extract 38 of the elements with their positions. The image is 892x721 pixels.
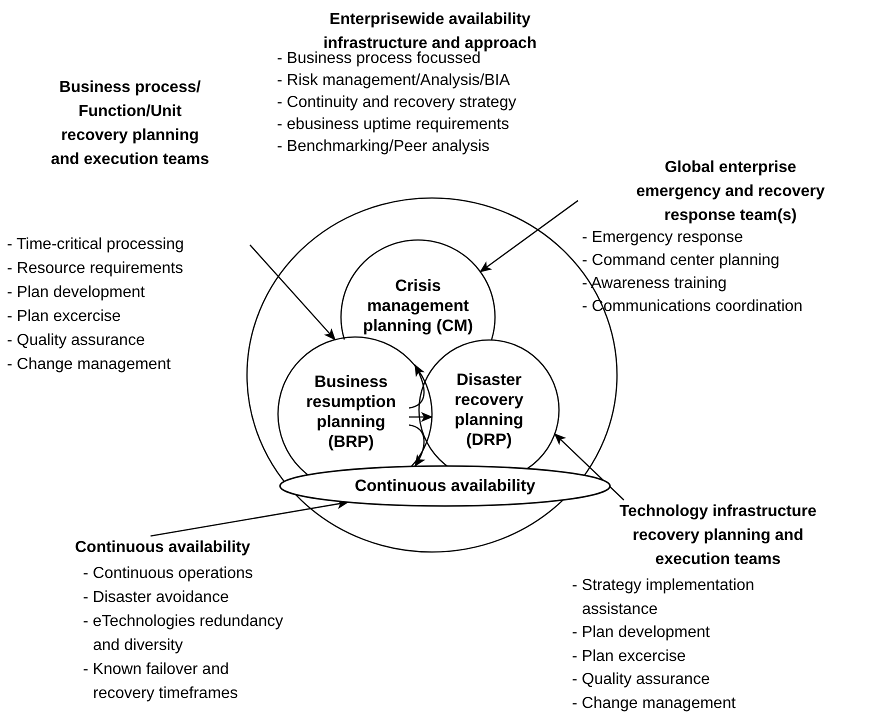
bullet-item: - Change management — [7, 355, 171, 375]
bullet-item: - eTechnologies redundancy and diversity — [83, 612, 284, 656]
arrow — [409, 412, 433, 422]
heading: Enterprisewide availability infrastructure and approach — [323, 10, 538, 52]
bullet-item: - Benchmarking/Peer analysis — [277, 137, 490, 157]
circle-label: Business resumption planning (BRP) — [305, 372, 397, 452]
bullet-item: - Plan excercise — [572, 646, 686, 666]
arrow — [250, 244, 336, 340]
bullet-item: - Plan excercise — [7, 307, 121, 327]
bullet-item: - Resource requirements — [7, 259, 184, 279]
group-heading: Technology infrastructure recovery planning and execution teams — [618, 502, 818, 570]
bullet-item: - Command center planning — [582, 251, 780, 271]
bullet-item: - Awareness training — [582, 274, 727, 294]
bullet-item: - ebusiness uptime requirements — [277, 115, 510, 135]
bullet-item: - Emergency response — [582, 228, 743, 248]
group-heading: Global enterprise emergency and recovery response team(s) — [635, 158, 826, 226]
bullet-item: - Plan development — [572, 623, 710, 643]
bullet-item: - Continuous operations — [83, 564, 253, 584]
circle-label: Disaster recovery planning (DRP) — [454, 370, 524, 450]
group-heading: Continuous availability — [75, 538, 250, 558]
bullet-item: - Time-critical processing — [7, 235, 184, 255]
bullet-item: - Plan development — [7, 283, 145, 303]
arrow — [554, 433, 624, 500]
arrow — [479, 200, 578, 272]
bullet-item: - Quality assurance — [572, 670, 710, 690]
bullet-item: - Quality assurance — [7, 331, 145, 351]
circle-label: Continuous availability — [354, 476, 536, 496]
bullet-item: - Strategy implementation assistance — [572, 576, 756, 620]
arrow — [408, 364, 425, 409]
bullet-item: - Risk management/Analysis/BIA — [277, 71, 510, 91]
bullet-item: - Disaster avoidance — [83, 588, 229, 608]
bullet-item: - Continuity and recovery strategy — [277, 93, 516, 113]
group-heading: Business process/ Function/Unit recovery planning and execution teams — [50, 78, 210, 170]
circle-label: Crisis management planning (CM) — [362, 276, 474, 336]
bullet-item: - Business process focussed — [277, 50, 481, 69]
bullet-item: - Change management — [572, 694, 736, 714]
bullet-item: - Known failover and recovery timeframes — [83, 660, 239, 704]
arrow — [408, 424, 426, 467]
